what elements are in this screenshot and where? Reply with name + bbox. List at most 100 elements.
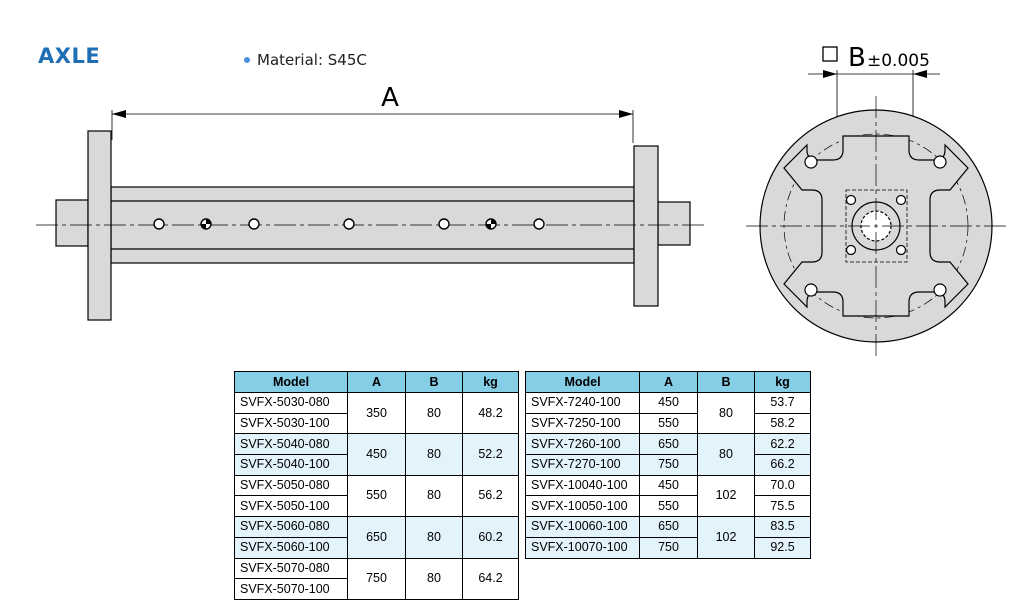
hole-7 [533, 218, 545, 230]
header-b: B [405, 371, 463, 393]
model-cell: SVFX-5060-100 [234, 536, 348, 559]
model-cell: SVFX-7240-100 [525, 392, 640, 414]
a-cell: 450 [639, 474, 698, 497]
model-cell: SVFX-10060-100 [525, 516, 640, 538]
a-cell: 550 [347, 474, 406, 518]
inner-square [845, 189, 908, 263]
table-row: SVFX-10060-100 650 102 83.5 [525, 516, 811, 559]
mount-hole-bl [804, 283, 818, 297]
b-cell: 80 [405, 516, 463, 559]
dim-b-letter: B [848, 43, 866, 73]
b-cell: 80 [697, 391, 755, 435]
dim-a-arrow-right [619, 110, 633, 118]
kg-cell: 92.5 [754, 536, 811, 559]
table-row: SVFX-7250-100 550 58.2 [525, 412, 811, 435]
kg-cell: 48.2 [462, 391, 519, 435]
a-cell: 750 [639, 454, 698, 476]
pin-hole-tr [895, 194, 907, 206]
model-cell: SVFX-5060-080 [234, 516, 348, 538]
a-cell: 550 [639, 412, 698, 435]
kg-cell: 58.2 [754, 412, 811, 435]
model-cell: SVFX-5030-100 [234, 412, 348, 435]
model-cell: SVFX-10050-100 [525, 495, 640, 518]
b-cell: 102 [697, 516, 755, 559]
table-row: SVFX-5070-100 [234, 578, 519, 600]
kg-cell: 70.0 [754, 474, 811, 497]
table-row: SVFX-5060-080 650 80 60.2 [234, 516, 519, 559]
a-cell: 750 [347, 557, 406, 600]
table-row: SVFX-10040-100 450 102 70.0 [525, 474, 811, 518]
a-cell: 650 [639, 516, 698, 538]
mount-hole-tr [933, 155, 947, 169]
table-row: SVFX-5070-080 750 80 64.2 [234, 557, 519, 600]
a-cell: 750 [639, 536, 698, 559]
table-row: SVFX-7270-100 750 66.2 [525, 454, 811, 476]
side-view [36, 110, 706, 321]
mount-hole-tl [804, 155, 818, 169]
b-cell: 80 [697, 433, 755, 476]
kg-cell: 64.2 [462, 557, 519, 600]
kg-cell: 56.2 [462, 474, 519, 518]
model-cell: SVFX-5070-080 [234, 557, 348, 580]
header-kg: kg [462, 371, 519, 393]
hole-3 [248, 218, 260, 230]
header-b: B [697, 371, 755, 393]
b-cell: 80 [405, 557, 463, 600]
model-cell: SVFX-7250-100 [525, 412, 640, 435]
a-cell: 550 [639, 495, 698, 518]
header-a: A [347, 371, 406, 393]
model-cell: SVFX-10070-100 [525, 536, 640, 559]
pin-hole-tl [845, 194, 857, 206]
right-flange [633, 145, 659, 307]
a-cell: 650 [347, 516, 406, 559]
kg-cell: 60.2 [462, 516, 519, 559]
page-title: AXLE [38, 44, 101, 68]
spec-table-left: Model A B kg SVFX-5030-080 350 80 48.2 S… [234, 371, 519, 600]
model-cell: SVFX-7270-100 [525, 454, 640, 476]
table-row: SVFX-5060-100 [234, 536, 519, 559]
model-cell: SVFX-5050-080 [234, 474, 348, 497]
model-cell: SVFX-5070-100 [234, 578, 348, 600]
dim-b-label: B ±0.005 [822, 43, 930, 73]
mount-hole-br [933, 283, 947, 297]
dim-a-arrow-left [112, 110, 126, 118]
left-flange [87, 130, 112, 321]
a-cell: 450 [347, 433, 406, 476]
kg-cell: 53.7 [754, 392, 811, 414]
table-row: SVFX-5050-080 550 80 56.2 [234, 474, 519, 518]
kg-cell: 52.2 [462, 433, 519, 476]
table-row: SVFX-5030-080 350 80 48.2 [234, 391, 519, 435]
square-symbol-icon [822, 46, 838, 62]
pin-mark-2 [486, 219, 496, 229]
table-row: SVFX-7240-100 450 80 53.7 [525, 391, 811, 435]
model-cell: SVFX-10040-100 [525, 474, 640, 497]
pin-hole-bl [845, 244, 857, 256]
model-cell: SVFX-5040-080 [234, 433, 348, 456]
material-note: Material: S45C [244, 51, 367, 69]
header-a: A [639, 371, 698, 393]
model-cell: SVFX-5050-100 [234, 495, 348, 518]
b-cell: 80 [405, 474, 463, 518]
right-shaft-end [657, 201, 691, 246]
b-cell: 102 [697, 474, 755, 518]
kg-cell: 62.2 [754, 433, 811, 456]
kg-cell: 83.5 [754, 516, 811, 538]
hole-5 [438, 218, 450, 230]
material-text: Material: S45C [257, 51, 367, 69]
left-shaft-end [55, 199, 89, 247]
table-row: SVFX-5050-100 [234, 495, 519, 518]
table-row: SVFX-5040-100 [234, 454, 519, 476]
spec-table-right: Model A B kg SVFX-7240-100 450 80 53.7 S… [525, 371, 811, 559]
table-row: SVFX-7260-100 650 80 62.2 [525, 433, 811, 476]
table-row: SVFX-5040-080 450 80 52.2 [234, 433, 519, 476]
a-cell: 450 [639, 392, 698, 414]
hole-4 [343, 218, 355, 230]
header-model: Model [234, 371, 348, 393]
table-row: SVFX-10050-100 550 75.5 [525, 495, 811, 518]
end-view [746, 70, 1006, 356]
a-cell: 650 [639, 433, 698, 456]
dim-a-label: A [381, 83, 399, 113]
kg-cell: 75.5 [754, 495, 811, 518]
kg-cell: 66.2 [754, 454, 811, 476]
